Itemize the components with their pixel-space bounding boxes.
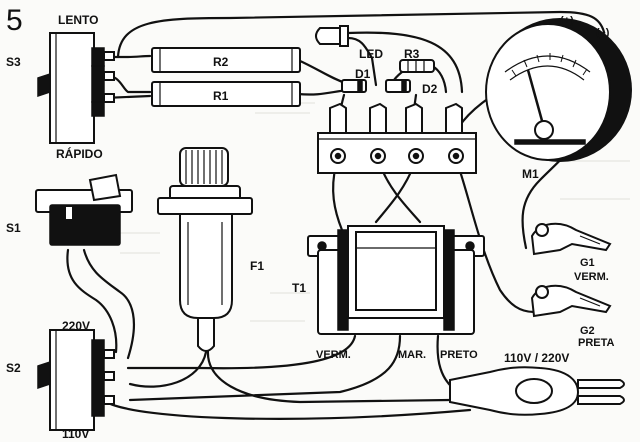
meter-needle — [526, 69, 546, 129]
switch-s2-knob — [37, 360, 51, 390]
wire-verm-label: VERM. — [316, 349, 351, 361]
s3-ref-label: S3 — [6, 55, 21, 69]
g1-ref-label: G1 — [580, 257, 595, 269]
g2-ref-label: G2 — [580, 325, 595, 337]
s3-rapido-label: RÁPIDO — [56, 146, 103, 161]
d1-label: D1 — [355, 67, 371, 81]
g2-color-label: PRETA — [578, 337, 615, 349]
switch-s1 — [35, 173, 133, 246]
r3-label: R3 — [404, 47, 420, 61]
resistor-r1 — [151, 81, 301, 107]
terminal-screw — [330, 148, 464, 164]
s2-110v-label: 110V — [62, 427, 89, 441]
t1-label: T1 — [292, 281, 306, 295]
switch-s2 — [37, 329, 115, 431]
wire-preto-label: PRETO — [440, 349, 478, 361]
mains-plug — [449, 366, 625, 416]
resistor-r3 — [399, 59, 435, 73]
resistor-r2 — [151, 47, 301, 73]
s2-ref-label: S2 — [6, 361, 21, 375]
d2-label: D2 — [422, 82, 438, 96]
transformer-t1 — [307, 225, 485, 335]
switch-s3-plate — [49, 32, 95, 144]
led — [315, 25, 349, 47]
clip-g1 — [530, 222, 612, 256]
fuse-holder-f1 — [157, 147, 253, 352]
switch-s1-rocker — [88, 173, 122, 202]
r2-label: R2 — [213, 55, 229, 69]
wire-mar-label: MAR. — [398, 349, 426, 361]
s2-220v-label: 220V — [62, 319, 90, 333]
r1-label: R1 — [213, 89, 229, 103]
m1-label: M1 — [522, 167, 539, 181]
s3-lento-label: LENTO — [58, 13, 98, 27]
meter-minus-label: (–) — [596, 27, 610, 39]
figure-number: 5 — [6, 4, 23, 37]
clip-g2 — [530, 284, 612, 318]
switch-s3 — [37, 32, 115, 144]
s1-label: S1 — [6, 221, 21, 235]
terminal-strip — [317, 102, 477, 174]
g1-color-label: VERM. — [574, 271, 609, 283]
diode-d2 — [385, 79, 411, 93]
diode-d1 — [341, 79, 367, 93]
led-label: LED — [359, 47, 383, 61]
labels: 5 LENTO S3 RÁPIDO R2 R1 LED R3 D1 D2 (+)… — [6, 4, 615, 441]
switch-s1-body — [49, 204, 121, 246]
meter-plus-label: (+) — [560, 15, 574, 27]
f1-label: F1 — [250, 259, 264, 273]
plug-voltage-label: 110V / 220V — [504, 351, 569, 365]
switch-s3-knob — [37, 72, 51, 98]
meter-m1 — [485, 18, 632, 162]
